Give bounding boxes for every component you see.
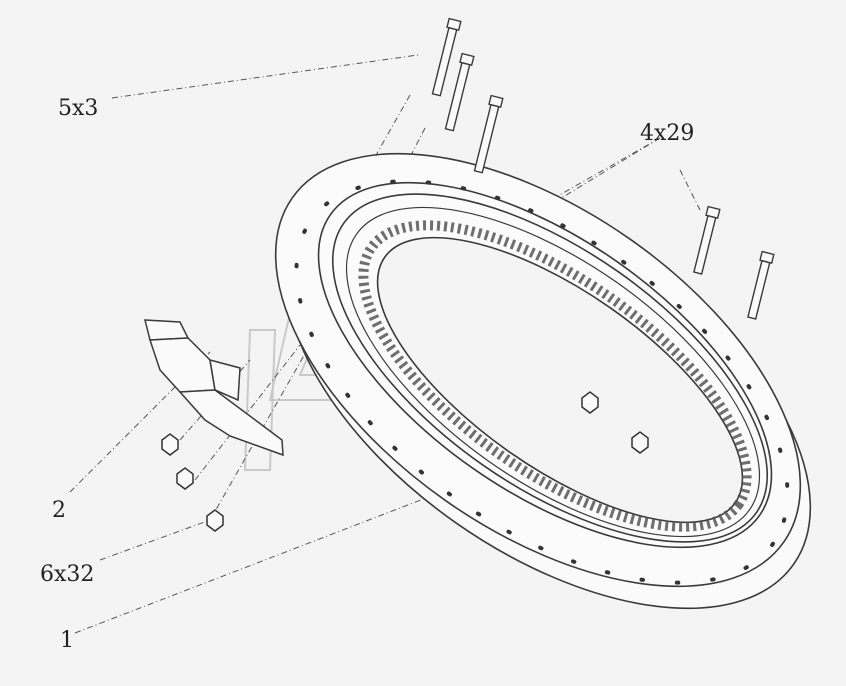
nut-group [161,391,649,532]
callout-nuts: 6x32 [40,562,95,587]
callout-bolts-top: 5x3 [58,96,99,121]
callout-bolts-right: 4x29 [640,121,695,146]
slewing-ring [274,152,812,610]
bracket-part [144,319,284,457]
bolt-group-right [693,205,775,320]
callout-ring: 1 [60,628,74,653]
callout-bracket: 2 [52,498,66,523]
bolt-group-top [431,17,504,174]
